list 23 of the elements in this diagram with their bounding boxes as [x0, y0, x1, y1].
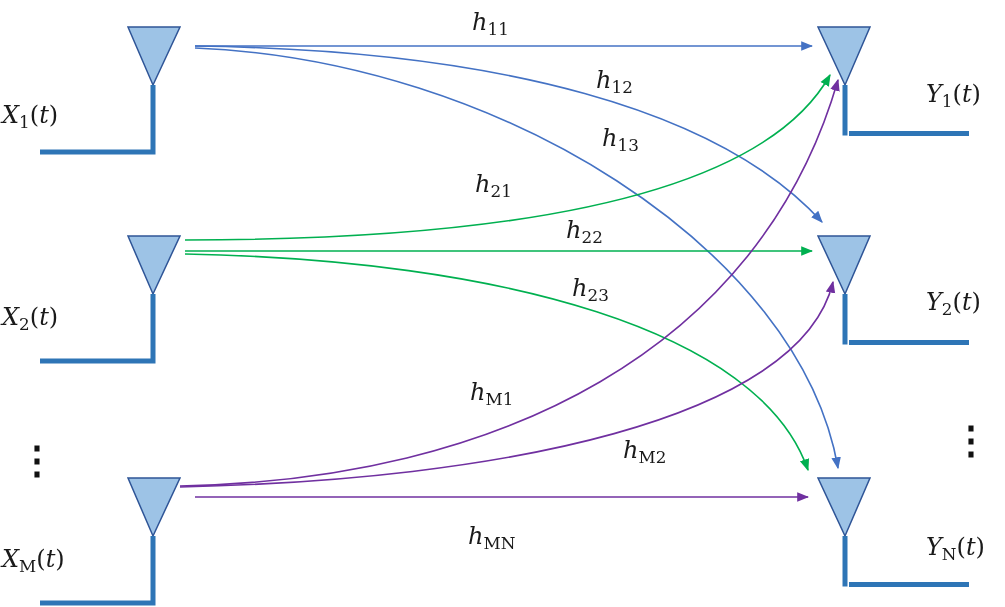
signal-label: X$_{1}$(t): [2, 103, 59, 131]
edge-label: h$_{13}$: [602, 126, 639, 154]
signal-path-arrow: [194, 45, 823, 223]
edge-label: h$_{M2}$: [623, 438, 667, 466]
signal-label: X$_{M}$(t): [2, 547, 65, 575]
signal-path-arrow: [179, 280, 834, 488]
ellipsis-label: ⋮: [18, 442, 56, 480]
edge-label: h$_{MN}$: [468, 524, 516, 552]
edge-label: h$_{11}$: [472, 10, 509, 38]
ellipsis-label: ⋮: [952, 422, 990, 460]
edge-label: h$_{21}$: [475, 172, 512, 200]
edge-label: h$_{M1}$: [470, 380, 514, 408]
signal-path-arrow: [184, 74, 831, 241]
signal-label: Y$_{1}$(t): [926, 82, 981, 110]
signal-label: Y$_{N}$(t): [926, 535, 985, 563]
edge-label: h$_{23}$: [572, 276, 609, 304]
edge-label: h$_{12}$: [596, 68, 633, 96]
signal-path-arrow: [194, 492, 810, 502]
edge-label: h$_{22}$: [566, 218, 603, 246]
signal-label: X$_{2}$(t): [2, 305, 59, 333]
signal-path-arrow: [184, 246, 814, 256]
signal-label: Y$_{2}$(t): [926, 290, 981, 318]
signal-path-arrow: [184, 253, 809, 472]
